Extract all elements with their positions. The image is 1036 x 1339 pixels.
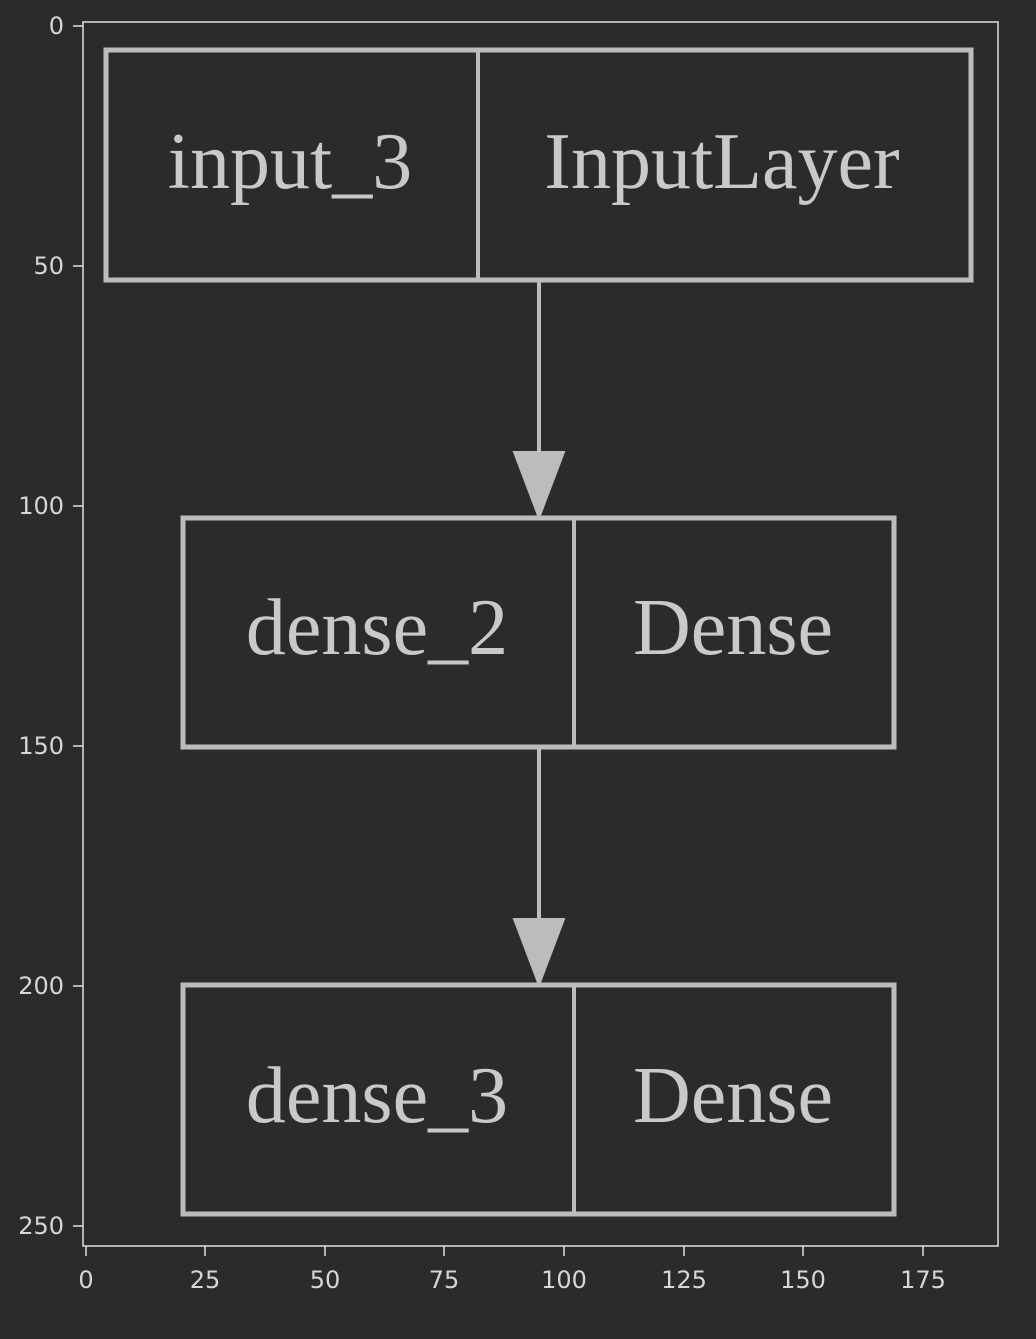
node-input-3: input_3 InputLayer [103, 47, 974, 283]
node-type: InputLayer [544, 118, 899, 206]
y-tick-label: 200 [18, 972, 64, 1000]
node-name: input_3 [168, 118, 412, 206]
x-tick-label: 25 [190, 1266, 221, 1294]
y-tick-label: 250 [18, 1212, 64, 1240]
y-tick-label: 0 [49, 12, 64, 40]
y-tick-label: 100 [18, 492, 64, 520]
node-dense-3: dense_3 Dense [180, 982, 897, 1217]
x-tick-label: 150 [780, 1266, 826, 1294]
edge-input-3-to-dense-2 [512, 280, 566, 521]
node-name: dense_2 [246, 584, 508, 672]
y-tick-label: 50 [33, 252, 64, 280]
arrowhead-icon [512, 918, 566, 988]
edge-dense-2-to-dense-3 [512, 747, 566, 988]
arrowhead-icon [512, 451, 566, 521]
x-tick-label: 75 [429, 1266, 460, 1294]
x-tick-label: 175 [900, 1266, 946, 1294]
node-type: Dense [633, 584, 833, 672]
y-tick-label: 150 [18, 732, 64, 760]
node-box [180, 982, 897, 1217]
x-tick-label: 125 [661, 1266, 707, 1294]
y-axis: 0 50 100 150 200 250 [18, 12, 83, 1240]
node-name: dense_3 [246, 1052, 508, 1140]
axes-frame [82, 21, 999, 1247]
node-dense-2: dense_2 Dense [180, 515, 897, 750]
x-tick-label: 0 [78, 1266, 93, 1294]
x-tick-label: 50 [310, 1266, 341, 1294]
x-axis: 0 25 50 75 100 125 150 175 [78, 1246, 946, 1294]
node-type: Dense [633, 1052, 833, 1140]
x-tick-label: 100 [541, 1266, 587, 1294]
